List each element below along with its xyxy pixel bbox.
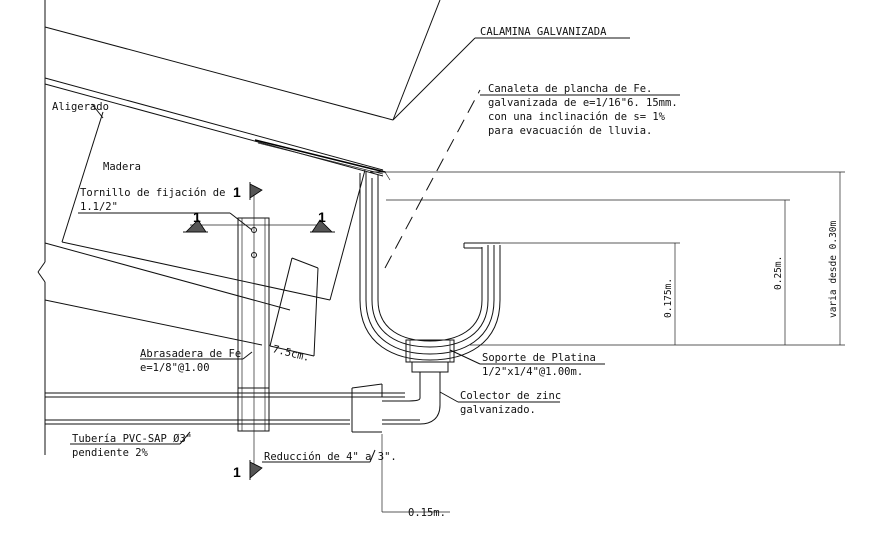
label-tornillo-2: 1.1/2" xyxy=(80,201,118,213)
section-mark-bottom: 1 xyxy=(233,464,241,480)
label-dim-0175: 0.175m. xyxy=(663,278,674,318)
section-marker-top xyxy=(249,182,263,200)
label-dim-025: 0.25m. xyxy=(773,256,784,290)
label-colector-1: Colector de zinc xyxy=(460,390,561,402)
label-dim-015: 0.15m. xyxy=(408,507,446,519)
label-madera: Madera xyxy=(103,161,141,173)
label-canaleta-1: Canaleta de plancha de Fe. xyxy=(488,83,652,95)
section-cut-line xyxy=(190,190,325,470)
label-abrazadera-2: e=1/8"@1.00 xyxy=(140,362,210,374)
label-canaleta-4: para evacuación de lluvia. xyxy=(488,125,652,137)
section-marker-left xyxy=(183,219,208,233)
label-canaleta-3: con una inclinación de s= 1% xyxy=(488,111,666,123)
label-tuberia-2: pendiente 2% xyxy=(72,447,149,459)
roof-slab xyxy=(44,0,441,177)
soporte-platina xyxy=(382,339,455,425)
calamina-sheet xyxy=(254,139,391,181)
label-dim-030: varia desde 0.30m xyxy=(828,220,839,318)
left-wall xyxy=(37,0,46,455)
label-aligerado: Aligerado xyxy=(52,101,109,113)
label-canaleta-2: galvanizada de e=1/16"6. 15mm. xyxy=(488,97,678,109)
canaleta-gutter xyxy=(359,171,501,361)
label-soporte-2: 1/2"x1/4"@1.00m. xyxy=(482,366,583,378)
leader-lines xyxy=(70,37,680,463)
label-soporte-1: Soporte de Platina xyxy=(482,352,596,364)
section-marker-bottom xyxy=(249,460,263,480)
label-reduccion: Reducción de 4" a 3". xyxy=(264,451,397,463)
label-tuberia-1: Tubería PVC-SAP Ø3" xyxy=(72,433,192,445)
label-colector-2: galvanizado. xyxy=(460,404,536,416)
section-mark-left: 1 xyxy=(193,209,201,225)
label-calamina: CALAMINA GALVANIZADA xyxy=(480,26,607,38)
pvc-pipe xyxy=(45,383,405,433)
label-dim-75: 7.5cm. xyxy=(271,343,311,364)
madera-beam xyxy=(44,111,366,357)
label-tornillo-1: Tornillo de fijación de xyxy=(80,187,225,199)
section-marker-right xyxy=(310,219,335,233)
section-mark-top: 1 xyxy=(233,184,241,200)
section-mark-right: 1 xyxy=(318,209,326,225)
label-abrazadera-1: Abrasadera de Fe xyxy=(140,348,241,360)
dimension-lines xyxy=(381,171,845,513)
abrazadera-clamp xyxy=(237,217,270,432)
